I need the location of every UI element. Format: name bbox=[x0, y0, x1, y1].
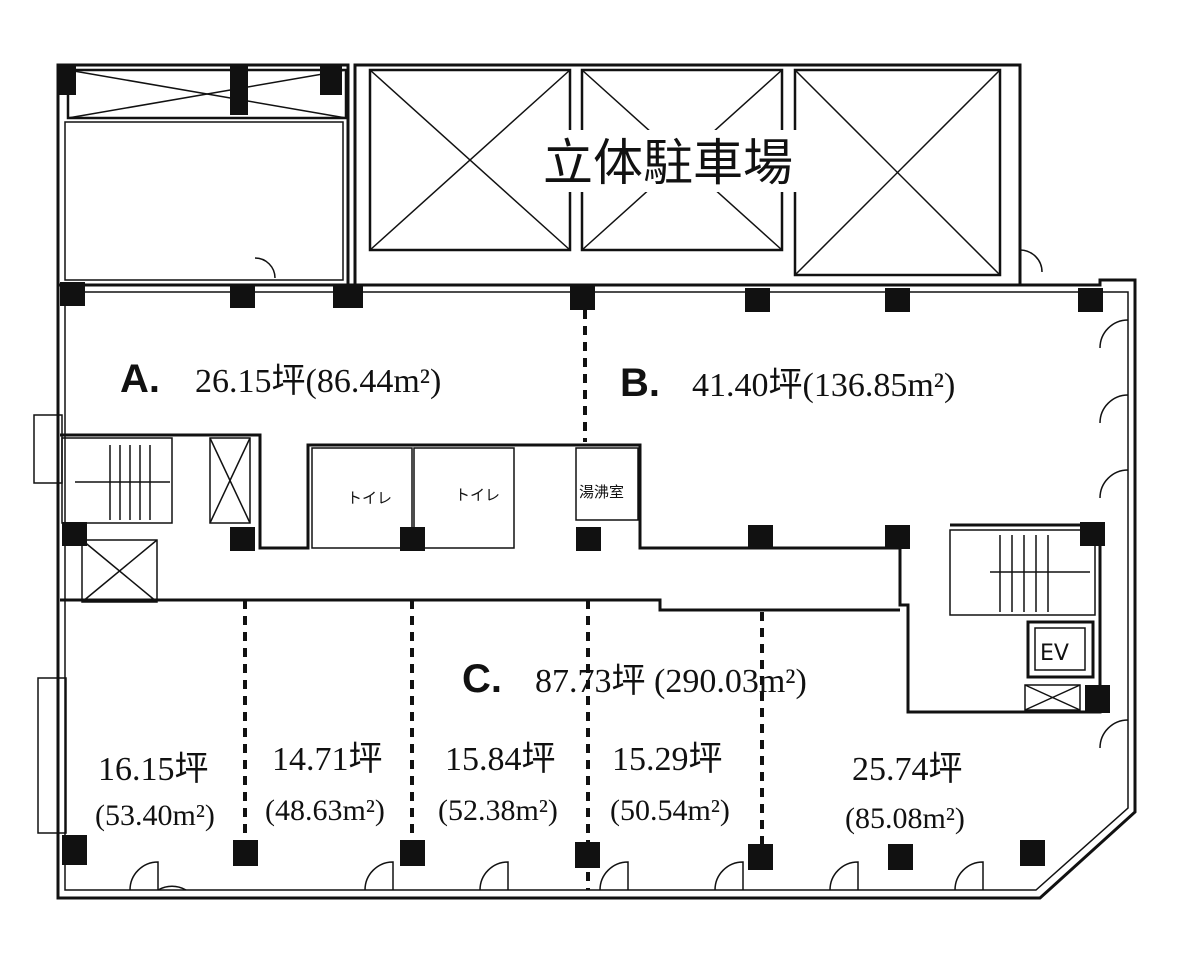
sub-unit-5: 25.74坪 (85.08m²) bbox=[845, 751, 965, 835]
parking-label: 立体駐車場 bbox=[543, 134, 793, 192]
doors bbox=[129, 249, 1129, 891]
sub-unit-sqm: (52.38m²) bbox=[438, 794, 558, 827]
elevator: EV bbox=[1024, 620, 1095, 711]
stairs-left bbox=[61, 437, 251, 524]
unit-b-area: 41.40坪(136.85m²) bbox=[692, 367, 955, 404]
top-left-annex bbox=[56, 63, 350, 287]
sub-unit-sqm: (48.63m²) bbox=[265, 794, 385, 827]
sub-unit-tsubo: 15.84坪 bbox=[445, 741, 556, 778]
sub-unit-tsubo: 16.15坪 bbox=[98, 751, 209, 788]
toilet-label-2: トイレ bbox=[455, 486, 500, 504]
stairs-right bbox=[949, 529, 1096, 616]
sub-unit-sqm: (53.40m²) bbox=[95, 799, 215, 832]
unit-c-letter: C. bbox=[462, 657, 502, 701]
toilet-label-1: トイレ bbox=[347, 489, 392, 507]
sub-unit-tsubo: 15.29坪 bbox=[612, 741, 723, 778]
unit-c-label: C. 87.73坪 (290.03m²) bbox=[462, 657, 807, 701]
toilets-block: トイレ トイレ 湯沸室 bbox=[311, 447, 639, 549]
sub-unit-1: 16.15坪 (53.40m²) bbox=[95, 751, 215, 832]
structural-columns bbox=[60, 282, 1110, 870]
sub-unit-3: 15.84坪 (52.38m²) bbox=[438, 741, 558, 827]
unit-a-area: 26.15坪(86.44m²) bbox=[195, 363, 441, 400]
sub-unit-tsubo: 14.71坪 bbox=[272, 741, 383, 778]
kitchenette-label: 湯沸室 bbox=[579, 483, 624, 501]
elevator-label: EV bbox=[1040, 641, 1069, 666]
tenant-dividers bbox=[243, 310, 764, 890]
building-outline bbox=[56, 278, 1137, 900]
sub-unit-4: 15.29坪 (50.54m²) bbox=[610, 741, 730, 827]
unit-b-label: B. 41.40坪(136.85m²) bbox=[620, 361, 955, 405]
sub-unit-sqm: (50.54m²) bbox=[610, 794, 730, 827]
sub-unit-sqm: (85.08m²) bbox=[845, 802, 965, 835]
sub-unit-2: 14.71坪 (48.63m²) bbox=[265, 741, 385, 827]
parking-structure: 立体駐車場 bbox=[353, 63, 1022, 287]
unit-b-letter: B. bbox=[620, 361, 660, 405]
unit-a-label: A. 26.15坪(86.44m²) bbox=[120, 357, 441, 401]
sub-unit-tsubo: 25.74坪 bbox=[852, 751, 963, 788]
unit-c-area: 87.73坪 (290.03m²) bbox=[535, 663, 807, 700]
unit-a-letter: A. bbox=[120, 357, 160, 401]
